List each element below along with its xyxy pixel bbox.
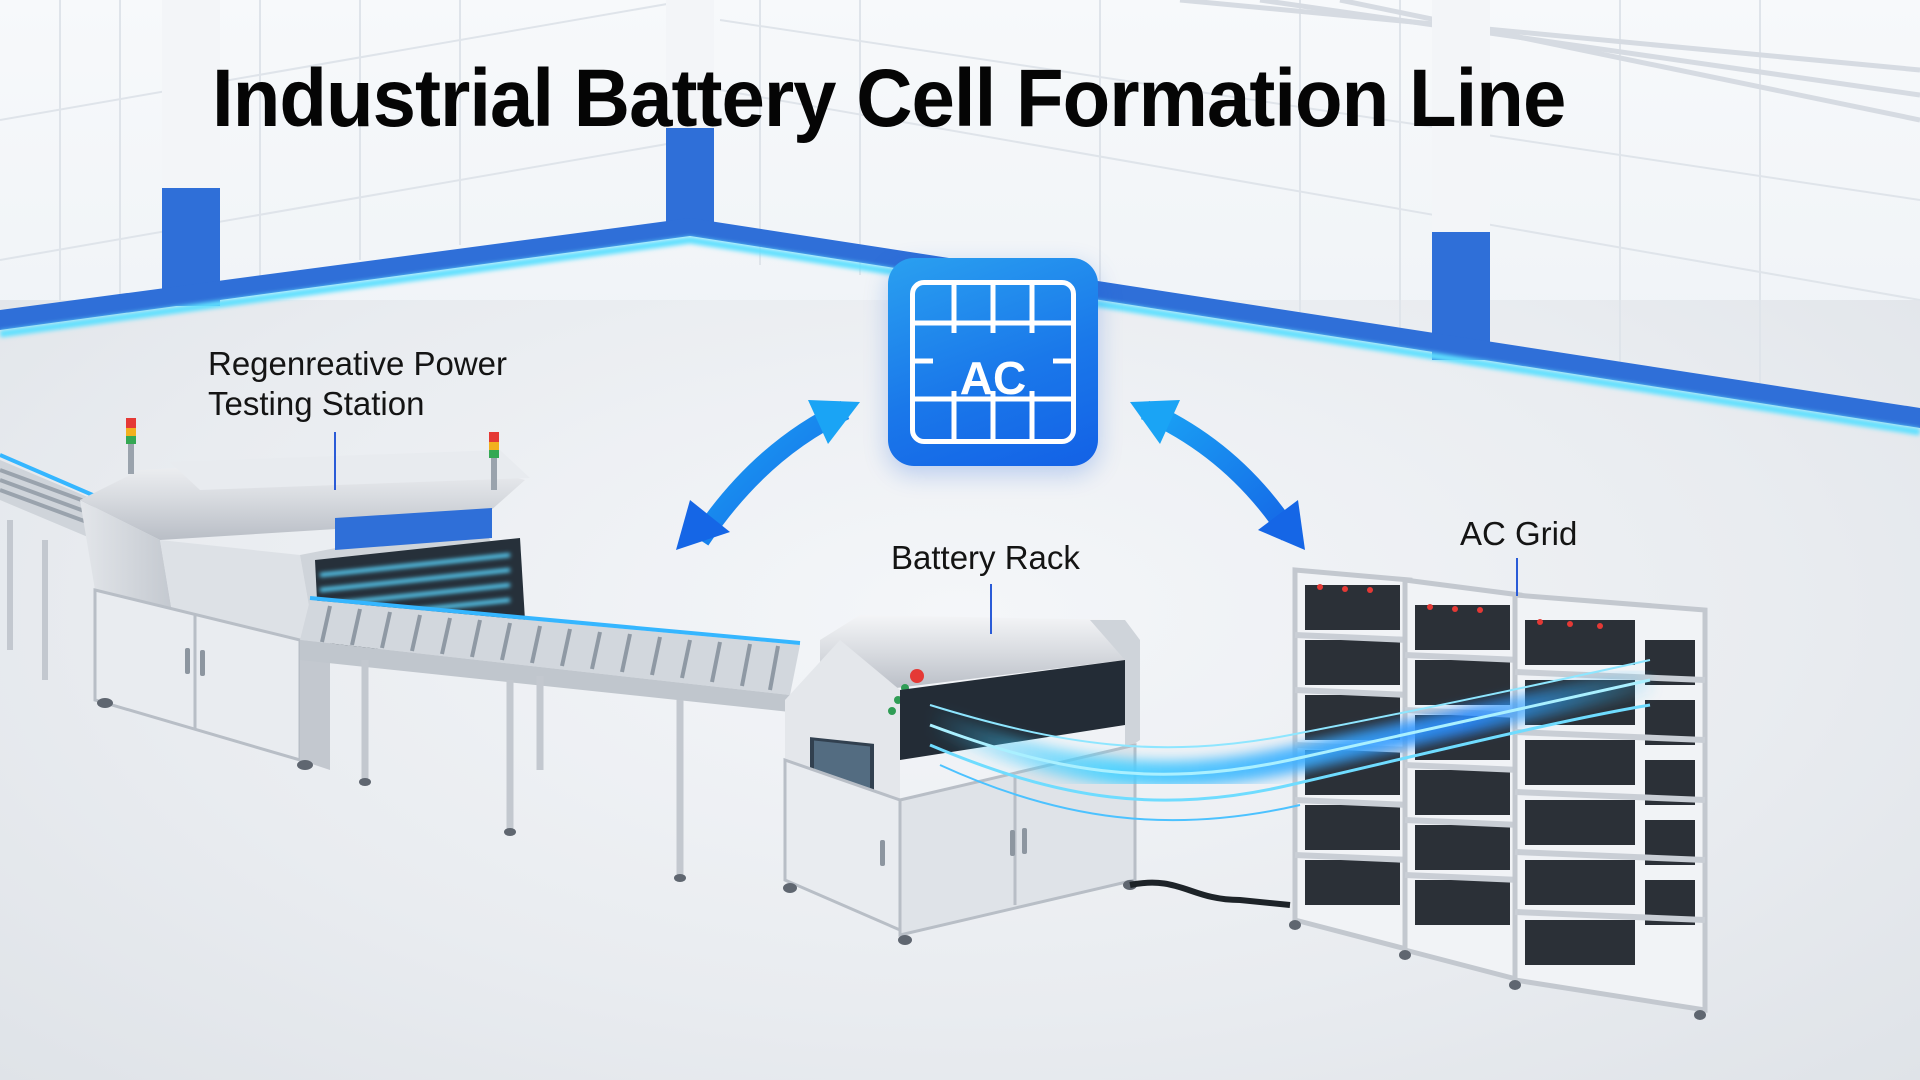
stack-light-right (489, 432, 499, 490)
label-ac-grid: AC Grid (1460, 515, 1578, 552)
label-battery-rack: Battery Rack (891, 539, 1080, 576)
ac-power-icon: AC (888, 258, 1098, 466)
energy-flow-stream (925, 659, 1653, 822)
label-testing-station-line2: Testing Station (208, 385, 425, 422)
label-testing-station-line1: Regenreative Power (208, 345, 507, 382)
conveyor-left (0, 453, 96, 680)
battery-shelving-racks (1289, 567, 1708, 1020)
ac-icon-label: AC (959, 352, 1027, 404)
leader-line-ac-grid (1516, 558, 1518, 596)
rack-3 (1512, 592, 1708, 1013)
rack-2 (1402, 577, 1523, 984)
label-testing-station: Regenreative Power Testing Station (208, 344, 507, 424)
ac-grid-icon: AC (910, 280, 1076, 444)
bidirectional-arrow-right (1130, 400, 1305, 550)
leader-line-battery-rack (990, 584, 992, 634)
page-title: Industrial Battery Cell Formation Line (212, 53, 1566, 144)
bidirectional-arrow-left (676, 400, 860, 550)
leader-line-testing-station (334, 432, 336, 490)
stack-light-left (126, 418, 136, 474)
wall-panels (0, 0, 1920, 400)
rack-1 (1292, 567, 1413, 954)
conveyor-main (300, 596, 801, 882)
